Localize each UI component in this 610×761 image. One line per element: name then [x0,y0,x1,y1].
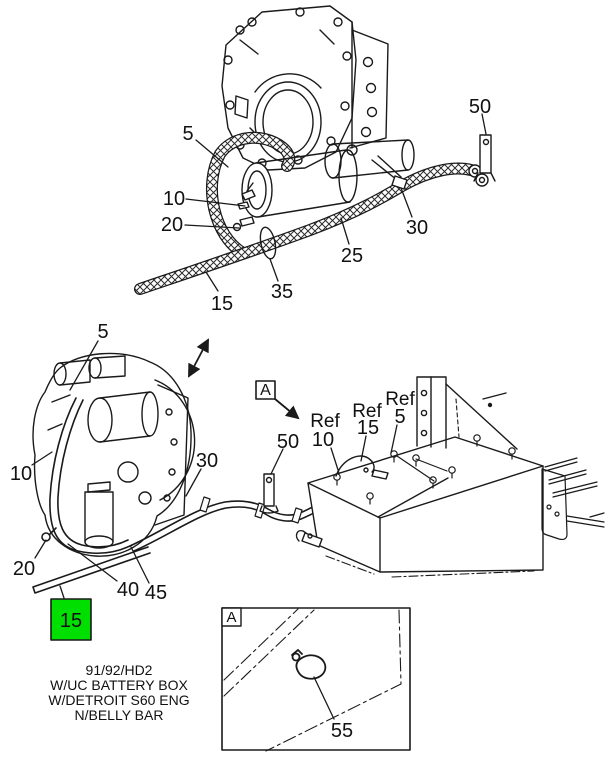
caption-line-3: W/DETROIT S60 ENG [48,692,189,708]
top-view-starter-motor [232,139,415,232]
callout-15-top: 15 [211,293,233,315]
highlight-box[interactable]: 15 [50,585,92,641]
callout-35-top: 35 [271,281,293,303]
caption-line-1: 91/92/HD2 [86,662,153,678]
ref-5-prefix: Ref [385,389,415,410]
callout-30-top: 30 [406,217,428,239]
ref-10-prefix: Ref [310,411,340,432]
inset-a-letter: A [226,609,236,626]
battery-terminals [333,434,516,505]
caption-line-4: N/BELLY BAR [75,707,164,723]
highlight-rect[interactable] [50,598,92,641]
cable-clamp-30 [391,175,408,190]
cable-clip-20 [239,216,255,227]
callout-30-lower: 30 [196,450,218,472]
ref-10-number: 10 [312,429,334,451]
view-a-letter: A [260,382,271,399]
top-view-cable-loop [205,131,296,259]
top-view-leaders [184,113,487,292]
callout-40-lower: 40 [117,579,139,601]
cable-tie-55 [291,649,327,680]
detail-inset: A 55 [221,607,411,752]
callout-5-lower: 5 [97,321,108,343]
ref-5-number: 5 [394,406,405,428]
callout-10-top: 10 [163,188,185,210]
top-view-flywheel-housing [221,5,389,171]
callout-20-top: 20 [161,214,183,236]
view-a-marker: A [255,380,300,420]
battery-box [295,392,544,578]
callout-50-top: 50 [469,96,491,118]
callout-20-lower: 20 [13,558,35,580]
callout-25-top: 25 [341,245,363,267]
battery-connector [295,529,307,542]
callout-45-lower: 45 [145,582,167,604]
callout-10-lower: 10 [10,463,32,485]
starter-terminal [241,189,256,201]
ref-15-number: 15 [357,417,379,439]
callout-50-lower: 50 [277,431,299,453]
callout-5-top: 5 [182,123,193,145]
cable-tie-35 [259,226,277,260]
caption-line-2: W/UC BATTERY BOX [50,677,188,693]
highlight-label[interactable]: 15 [60,610,82,632]
lower-view-leaders [31,340,398,584]
cable-bracket-50-lower [259,473,279,514]
jumper-cable-ref15 [335,455,375,477]
top-view-battery-cable [134,134,496,295]
frame-rail [541,457,605,541]
caption: 91/92/HD2 W/UC BATTERY BOX W/DETROIT S60… [48,662,189,723]
ref-15-prefix: Ref [352,401,382,422]
lower-view-engine [32,352,196,557]
direction-arrow [188,338,209,378]
mounting-bracket-tower [416,376,518,450]
cable-bracket-50-top [479,134,492,174]
inset-phantom-lines [223,608,402,752]
callout-55: 55 [331,720,353,742]
lower-view-cables [32,397,337,594]
battery-cable-15 [32,546,151,594]
